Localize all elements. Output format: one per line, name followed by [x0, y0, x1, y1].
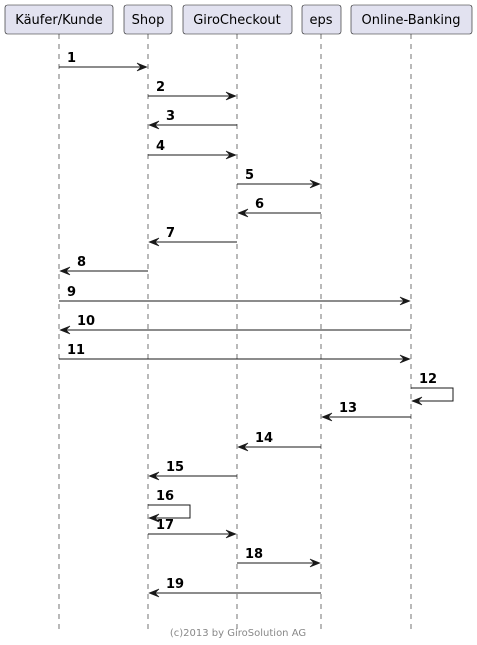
message-number: 11 [67, 343, 85, 358]
message-number: 17 [156, 518, 174, 533]
participant-box [182, 4, 293, 35]
footer-copyright: (c)2013 by GiroSolution AG [170, 628, 306, 639]
arrow-head [148, 513, 160, 523]
message-number: 8 [77, 255, 86, 270]
message-8: 8 [59, 255, 148, 276]
participant-shop: Shop [123, 4, 173, 35]
message-4: 4 [148, 139, 237, 160]
message-number: 5 [245, 168, 254, 183]
message-17: 17 [148, 518, 237, 539]
arrow-line [148, 504, 191, 519]
participant-box [4, 4, 114, 35]
message-number: 13 [339, 401, 357, 416]
arrow-head [309, 558, 321, 568]
participants: Käufer/Kunde Shop GiroCheckout eps Online-Ba… [4, 4, 473, 35]
arrow-head [148, 120, 160, 130]
arrow-head [148, 588, 160, 598]
message-10: 10 [59, 314, 411, 335]
arrow-head [237, 208, 249, 218]
arrow-head [309, 179, 321, 189]
message-14: 14 [237, 431, 321, 452]
message-number: 9 [67, 285, 76, 300]
message-number: 6 [255, 197, 264, 212]
participant-eps: eps [301, 4, 342, 35]
arrow-head [225, 529, 237, 539]
arrow-head [411, 396, 423, 406]
message-11: 11 [59, 343, 411, 364]
message-3: 3 [148, 109, 237, 130]
message-1: 1 [59, 51, 148, 72]
message-6: 6 [237, 197, 321, 218]
message-number: 14 [255, 431, 273, 446]
participant-giro: GiroCheckout [182, 4, 293, 35]
message-19: 19 [148, 577, 321, 598]
arrow-line [411, 387, 454, 402]
message-number: 4 [156, 139, 165, 154]
message-7: 7 [148, 226, 237, 247]
participant-bank: Online-Banking [350, 4, 473, 35]
message-5: 5 [237, 168, 321, 189]
message-number: 3 [166, 109, 175, 124]
lifelines [58, 34, 412, 632]
message-number: 19 [166, 577, 184, 592]
arrow-head [225, 91, 237, 101]
message-number: 16 [156, 489, 174, 504]
message-number: 12 [419, 372, 437, 387]
participant-label: Online-Banking [362, 13, 461, 28]
arrow-head [148, 237, 160, 247]
participant-label: Shop [132, 13, 165, 28]
message-number: 7 [166, 226, 175, 241]
arrow-head [136, 62, 148, 72]
participant-box [350, 4, 473, 35]
arrow-head [59, 266, 71, 276]
message-12: 12 [411, 372, 454, 406]
message-18: 18 [237, 547, 321, 568]
message-2: 2 [148, 80, 237, 101]
arrow-head [321, 412, 333, 422]
participant-label: eps [309, 13, 332, 28]
participant-kunde: Käufer/Kunde [4, 4, 114, 35]
participant-label: Käufer/Kunde [15, 13, 102, 28]
arrow-head [237, 442, 249, 452]
arrow-head [399, 354, 411, 364]
message-9: 9 [59, 285, 411, 306]
participant-label: GiroCheckout [193, 13, 281, 28]
message-number: 15 [166, 460, 184, 475]
arrow-head [148, 471, 160, 481]
message-number: 18 [245, 547, 263, 562]
message-13: 13 [321, 401, 411, 422]
arrow-head [59, 325, 71, 335]
message-number: 10 [77, 314, 95, 329]
message-15: 15 [148, 460, 237, 481]
message-16: 16 [148, 489, 191, 523]
message-number: 1 [67, 51, 76, 66]
participant-box [301, 4, 342, 35]
arrow-head [399, 296, 411, 306]
arrow-head [225, 150, 237, 160]
message-number: 2 [156, 80, 165, 95]
participant-box [123, 4, 173, 35]
